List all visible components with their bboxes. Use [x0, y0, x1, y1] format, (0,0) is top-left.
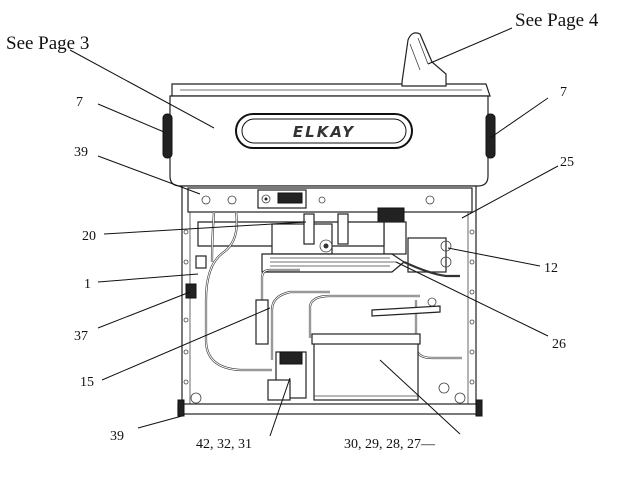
callout-labels: See Page 3 See Page 4 7 7 39 25 20 12 1 …	[6, 10, 599, 452]
brand-label: ELKAY	[293, 123, 355, 141]
mounting-bar	[187, 187, 473, 213]
nameplate	[235, 113, 413, 149]
callout-7-right: 7	[560, 85, 567, 100]
base-plate	[177, 403, 481, 415]
evaporator-coil	[261, 253, 406, 273]
callout-30-29-28-27: 30, 29, 28, 27—	[344, 437, 436, 452]
callout-37: 37	[74, 329, 88, 344]
callout-12: 12	[544, 261, 558, 276]
cooler-unit: ELKAY	[162, 32, 496, 417]
page-ref-left: See Page 3	[6, 33, 89, 54]
callout-39-bottom: 39	[110, 429, 124, 444]
side-valve	[195, 255, 207, 269]
callout-39-top: 39	[74, 145, 88, 160]
callout-42-32-31: 42, 32, 31	[196, 437, 252, 452]
leader-lines	[69, 27, 559, 437]
side-bumper-left	[162, 113, 173, 159]
side-bumper-right	[485, 113, 496, 159]
foot-left	[177, 399, 185, 417]
bubbler-spout	[401, 32, 447, 87]
callout-20: 20	[82, 229, 96, 244]
side-fitting	[185, 283, 197, 299]
callout-15: 15	[80, 375, 94, 390]
callout-25: 25	[560, 155, 574, 170]
callout-1: 1	[84, 277, 91, 292]
page-ref-right: See Page 4	[515, 10, 599, 31]
callout-26: 26	[552, 337, 566, 352]
foot-right	[475, 399, 483, 417]
compressor	[313, 337, 419, 401]
callout-7-left: 7	[76, 95, 83, 110]
rail-holes	[183, 229, 475, 385]
